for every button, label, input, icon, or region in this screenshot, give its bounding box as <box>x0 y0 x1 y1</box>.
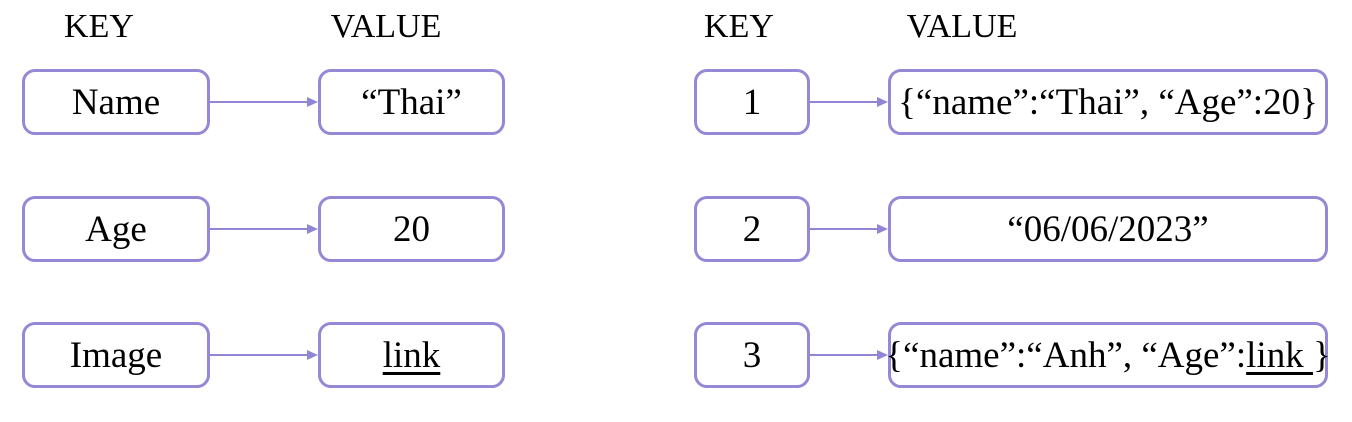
value-text: {“name”:“Anh”, “Age”: <box>885 334 1247 376</box>
value-column-header: VALUE <box>906 8 1018 45</box>
key-label: Age <box>85 208 147 250</box>
key-box: Age <box>22 196 210 262</box>
arrow-connector <box>210 69 318 135</box>
value-text: “Thai” <box>361 81 462 123</box>
key-label: Name <box>71 81 161 123</box>
kv-rows: Name “Thai” Age 20 Image link <box>22 8 505 392</box>
arrow-line <box>810 101 877 103</box>
arrow-connector <box>210 322 318 388</box>
value-label: link <box>383 337 441 374</box>
key-label: 2 <box>742 208 762 250</box>
arrow-connector <box>210 196 318 262</box>
value-box: 20 <box>318 196 505 262</box>
arrow-line <box>210 101 307 103</box>
arrowhead-icon <box>877 350 888 360</box>
value-label: “06/06/2023” <box>1007 211 1208 248</box>
key-box: 3 <box>694 322 810 388</box>
value-box: {“name”:“Thai”, “Age”:20} <box>888 69 1328 135</box>
value-box: {“name”:“Anh”, “Age”:link } <box>885 322 1331 388</box>
link-text: link <box>382 334 441 376</box>
value-text: } <box>1312 334 1331 376</box>
arrow-line <box>810 228 877 230</box>
kv-row: 1 {“name”:“Thai”, “Age”:20} <box>694 69 1328 135</box>
key-box: Name <box>22 69 210 135</box>
value-label: “Thai” <box>361 84 462 121</box>
value-label: 20 <box>393 211 430 248</box>
value-label: {“name”:“Anh”, “Age”:link } <box>885 337 1330 374</box>
key-column-header: KEY <box>704 8 774 45</box>
value-box: “06/06/2023” <box>888 196 1328 262</box>
kv-group-simple: KEY VALUE Name “Thai” Age 20 Image <box>22 8 505 392</box>
arrowhead-icon <box>877 97 888 107</box>
kv-row: Image link <box>22 322 505 388</box>
arrowhead-icon <box>877 224 888 234</box>
arrow-line <box>210 354 307 356</box>
value-box: “Thai” <box>318 69 505 135</box>
kv-rows: 1 {“name”:“Thai”, “Age”:20} 2 “06/06/202… <box>694 8 1331 392</box>
value-column-header: VALUE <box>330 8 442 45</box>
key-label: 1 <box>742 81 762 123</box>
value-label: {“name”:“Thai”, “Age”:20} <box>898 84 1318 121</box>
arrow-line <box>210 228 307 230</box>
kv-row: Age 20 <box>22 196 505 262</box>
arrowhead-icon <box>307 97 318 107</box>
key-label: 3 <box>742 334 762 376</box>
value-box: link <box>318 322 505 388</box>
value-text: {“name”:“Thai”, “Age”:20} <box>898 81 1318 123</box>
arrowhead-icon <box>307 224 318 234</box>
key-box: 2 <box>694 196 810 262</box>
key-label: Image <box>69 334 163 376</box>
arrowhead-icon <box>307 350 318 360</box>
link-text: link <box>1246 334 1313 376</box>
value-text: “06/06/2023” <box>1007 208 1209 250</box>
kv-row: Name “Thai” <box>22 69 505 135</box>
kv-row: 2 “06/06/2023” <box>694 196 1328 262</box>
key-box: 1 <box>694 69 810 135</box>
arrow-connector <box>810 69 888 135</box>
key-column-header: KEY <box>64 8 134 45</box>
arrow-connector <box>810 196 888 262</box>
arrow-line <box>810 354 877 356</box>
kv-row: 3 {“name”:“Anh”, “Age”:link } <box>694 322 1331 388</box>
arrow-connector <box>810 322 888 388</box>
value-text: 20 <box>393 208 430 250</box>
key-box: Image <box>22 322 210 388</box>
kv-group-numbered: KEY VALUE 1 {“name”:“Thai”, “Age”:20} 2 … <box>694 8 1331 392</box>
